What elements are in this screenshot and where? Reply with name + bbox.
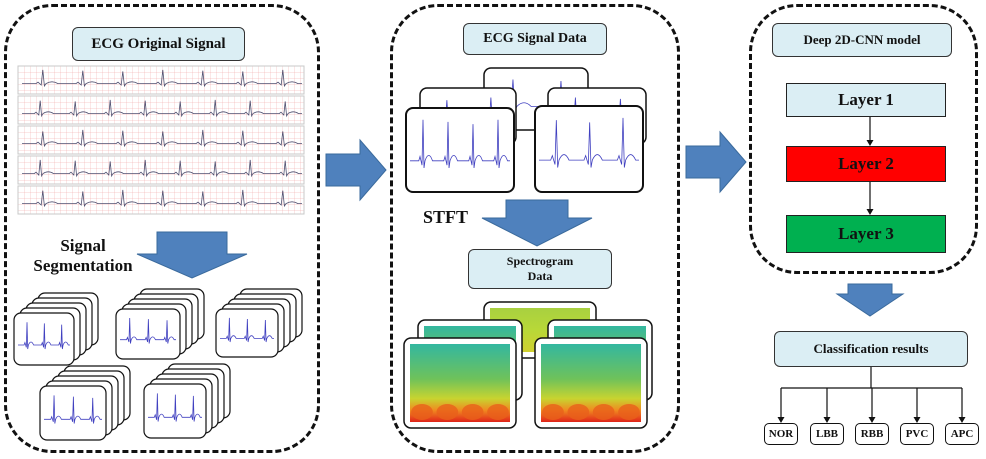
class-lbb: LBB bbox=[810, 423, 844, 445]
classification-results-box: Classification results bbox=[774, 331, 968, 367]
arrow-to-classification bbox=[835, 283, 905, 317]
signal-card-front-left bbox=[405, 107, 515, 193]
class-apc: APC bbox=[945, 423, 979, 445]
cnn-model-title: Deep 2D-CNN model bbox=[772, 23, 952, 57]
arrow-layer2-to-layer3 bbox=[866, 182, 874, 215]
signal-data-title: ECG Signal Data bbox=[463, 23, 607, 55]
arrow-to-lbb bbox=[823, 388, 831, 423]
arrow-to-signal-data bbox=[325, 138, 387, 202]
stft-arrow bbox=[481, 199, 593, 247]
spectrogram-front-right bbox=[534, 337, 648, 429]
class-nor: NOR bbox=[764, 423, 798, 445]
segment-stack-4 bbox=[39, 385, 107, 441]
ecg-strip-2 bbox=[17, 95, 305, 125]
segment-stack-5 bbox=[143, 383, 207, 439]
ecg-strip-5 bbox=[17, 185, 305, 215]
stft-label: STFT bbox=[423, 207, 469, 227]
spectrogram-data-label: Spectrogram Data bbox=[468, 249, 612, 289]
segment-stack-1 bbox=[13, 312, 75, 366]
segmentation-label: Signal Segmentation bbox=[33, 236, 133, 275]
arrow-to-rbb bbox=[868, 388, 876, 423]
arrow-to-cnn-model bbox=[685, 130, 747, 194]
segment-stack-3 bbox=[215, 308, 279, 358]
arrow-to-nor bbox=[777, 388, 785, 423]
arrow-to-apc bbox=[958, 388, 966, 423]
classification-tree bbox=[781, 367, 962, 389]
spectrogram-front-left bbox=[403, 337, 517, 429]
class-pvc: PVC bbox=[900, 423, 934, 445]
class-rbb: RBB bbox=[855, 423, 889, 445]
original-signal-title: ECG Original Signal bbox=[72, 27, 245, 61]
arrow-layer1-to-layer2 bbox=[866, 117, 874, 146]
ecg-strip-1 bbox=[17, 65, 305, 95]
layer-1-box: Layer 1 bbox=[786, 83, 946, 117]
ecg-strip-3 bbox=[17, 125, 305, 155]
layer-2-box: Layer 2 bbox=[786, 146, 946, 182]
segmentation-arrow bbox=[136, 231, 248, 279]
arrow-to-pvc bbox=[913, 388, 921, 423]
ecg-strip-4 bbox=[17, 155, 305, 185]
signal-card-front-right bbox=[534, 105, 644, 193]
layer-3-box: Layer 3 bbox=[786, 215, 946, 253]
segment-stack-2 bbox=[115, 308, 181, 360]
